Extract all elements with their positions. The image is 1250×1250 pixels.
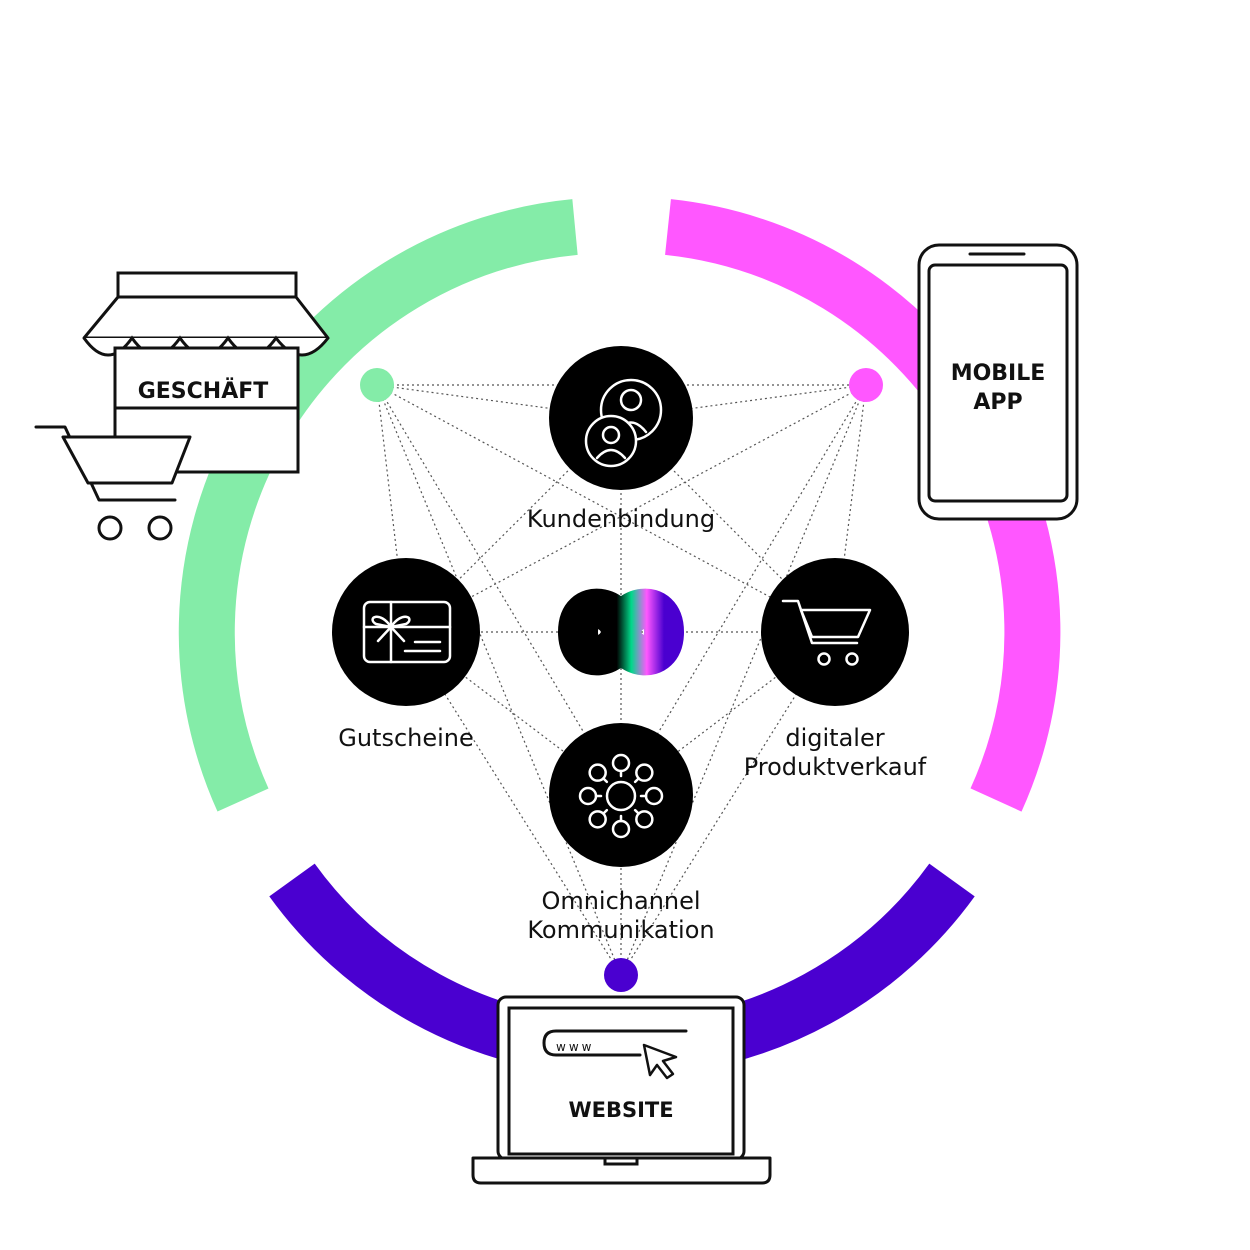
node-magenta xyxy=(849,368,883,402)
omnichannel-label-line1: Omnichannel xyxy=(541,887,700,915)
network-node-1 xyxy=(611,753,631,773)
mobile-label-line1: MOBILE xyxy=(951,361,1046,386)
omnichannel-badge xyxy=(549,723,693,867)
mobile-label-line2: APP xyxy=(973,390,1022,415)
network-node-8 xyxy=(588,763,607,782)
omnichannel-label-line2: Kommunikation xyxy=(527,916,714,944)
network-node-5 xyxy=(611,819,631,839)
digital-sales-label-line1: digitaler xyxy=(785,724,884,752)
node-purple xyxy=(604,958,638,992)
vouchers-badge xyxy=(332,558,480,706)
storefront-icon: GESCHÄFT xyxy=(82,271,330,474)
customers-icon xyxy=(584,378,663,468)
website-label: WEBSITE xyxy=(568,1098,673,1122)
network-icon xyxy=(578,753,664,839)
vouchers-label: Gutscheine xyxy=(338,724,474,752)
store-cart-icon xyxy=(34,425,192,541)
digital-sales-badge xyxy=(761,558,909,706)
smartphone-icon: MOBILE APP xyxy=(917,243,1079,521)
digital-sales-label-line2: Produktverkauf xyxy=(744,753,927,781)
network-node-4 xyxy=(635,810,654,829)
node-green xyxy=(360,368,394,402)
network-node-6 xyxy=(588,810,607,829)
url-text: www xyxy=(556,1040,594,1054)
laptop-icon: www WEBSITE xyxy=(471,995,772,1185)
loyalty-label: Kundenbindung xyxy=(527,505,715,533)
shopping-cart-icon xyxy=(781,599,872,666)
gift-card-icon xyxy=(362,600,452,664)
network-node-7 xyxy=(578,786,598,806)
network-node-3 xyxy=(644,786,664,806)
network-node-2 xyxy=(635,763,654,782)
store-label: GESCHÄFT xyxy=(138,378,269,404)
infinity-logo-icon xyxy=(558,588,684,676)
